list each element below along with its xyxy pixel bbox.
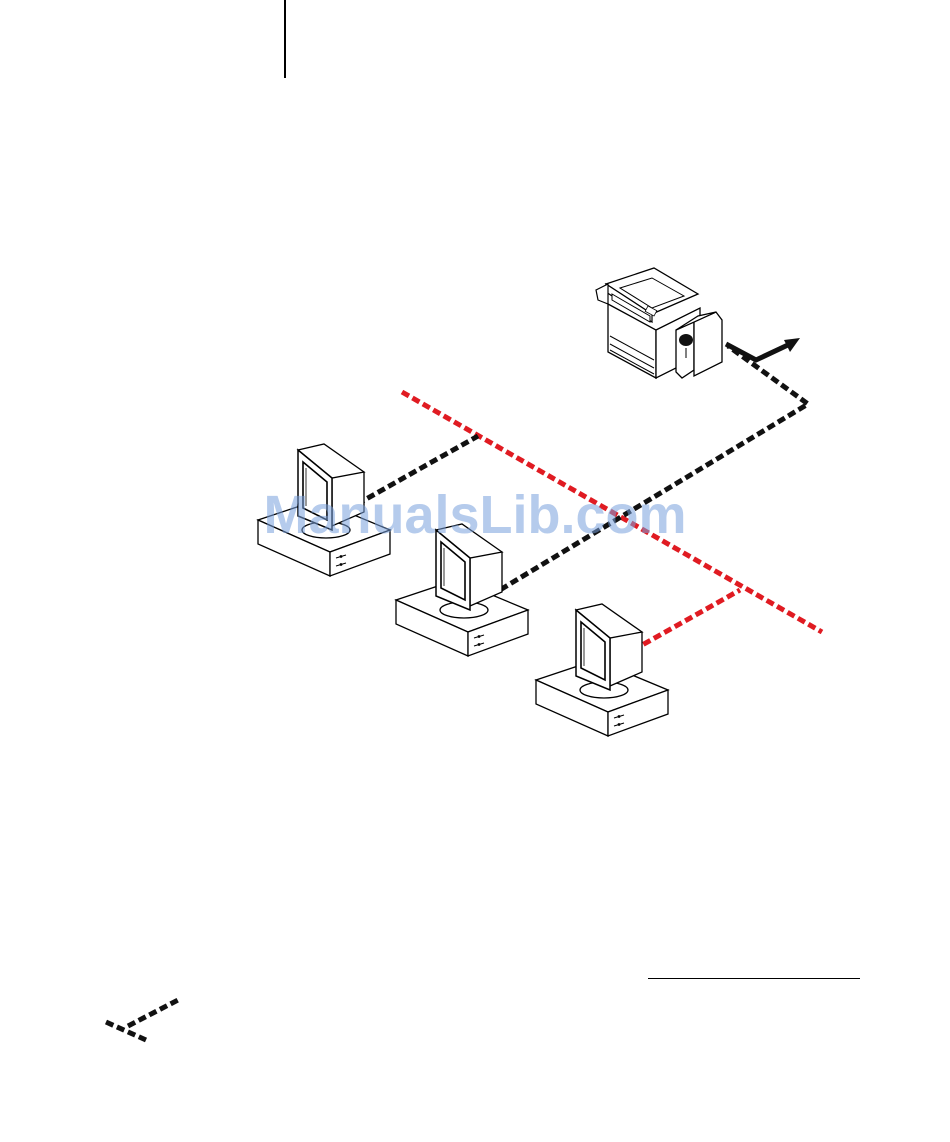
computer-icon [258,444,390,576]
ethernet-segment-icon [106,1000,178,1040]
copier-icon [596,268,722,378]
black-network-segment [336,346,808,602]
computer-icon [396,524,528,656]
outgoing-connection-arrow [726,338,800,360]
computer-icon [536,604,668,736]
